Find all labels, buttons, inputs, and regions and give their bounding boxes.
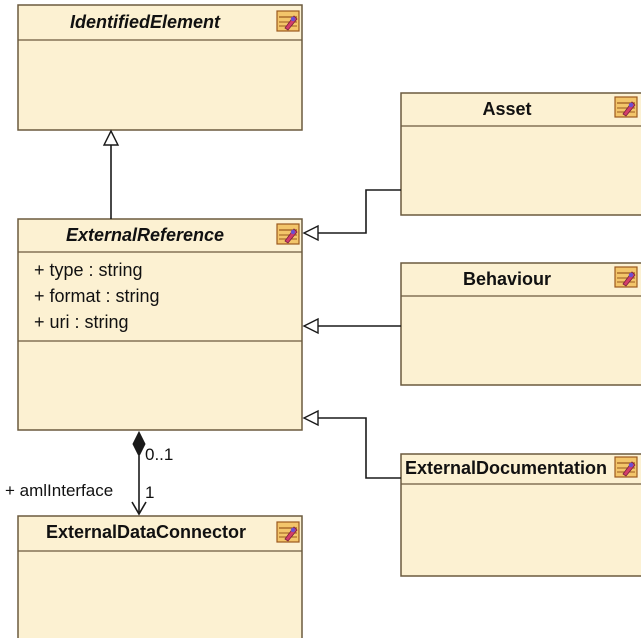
generalization-arrow: [302, 189, 401, 242]
attribute-format: + format : string: [34, 286, 160, 306]
class-name: ExternalReference: [66, 225, 224, 245]
class-name: ExternalDocumentation: [405, 458, 607, 478]
class-behaviour[interactable]: Behaviour: [400, 262, 641, 386]
class-icon: [614, 96, 638, 118]
class-icon: [614, 456, 638, 478]
class-name: IdentifiedElement: [70, 12, 221, 32]
attribute-uri: + uri : string: [34, 312, 129, 332]
multiplicity-target: 1: [145, 483, 154, 502]
generalization-arrow: [102, 129, 120, 219]
class-external-reference[interactable]: ExternalReference + type : string + form…: [17, 218, 303, 431]
class-name: Behaviour: [463, 269, 551, 289]
class-icon: [276, 223, 300, 245]
role-label: + amlInterface: [5, 481, 113, 500]
class-icon: [276, 521, 300, 543]
class-name: ExternalDataConnector: [46, 522, 246, 542]
class-identified-element[interactable]: IdentifiedElement: [17, 4, 303, 131]
class-external-documentation[interactable]: ExternalDocumentation: [400, 453, 641, 577]
composition-association: 0..1 1 + amlInterface: [5, 430, 173, 516]
class-icon: [276, 10, 300, 32]
class-name: Asset: [482, 99, 531, 119]
generalization-arrow: [302, 317, 401, 335]
generalization-arrow: [302, 409, 401, 479]
multiplicity-source: 0..1: [145, 445, 173, 464]
class-external-data-connector[interactable]: ExternalDataConnector: [17, 515, 303, 638]
class-icon: [614, 266, 638, 288]
attribute-type: + type : string: [34, 260, 143, 280]
class-asset[interactable]: Asset: [400, 92, 641, 216]
